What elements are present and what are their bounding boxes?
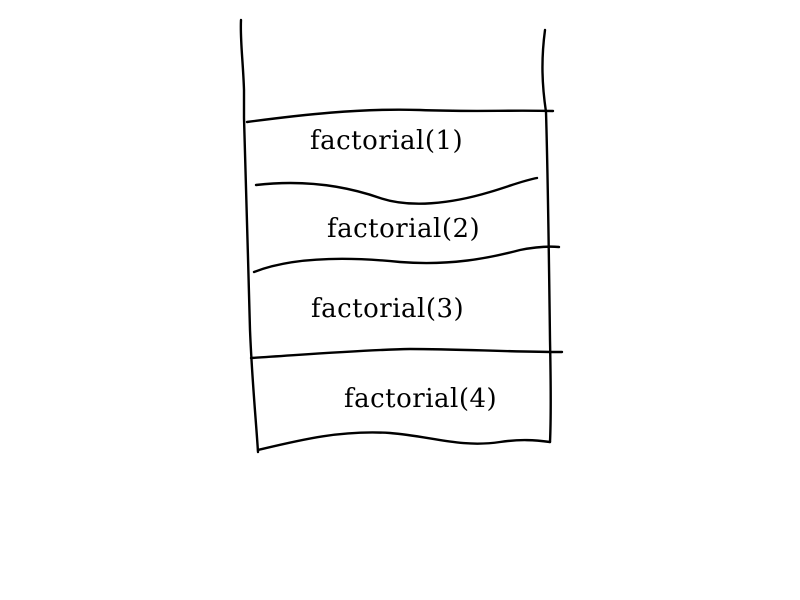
stack-right-wall xyxy=(541,28,552,444)
frame-divider-top xyxy=(245,108,555,124)
stack-frame-label: factorial(2) xyxy=(327,214,481,244)
frame-divider-2-3 xyxy=(252,245,561,274)
frame-divider-1-2 xyxy=(254,176,539,205)
stack-frame-label: factorial(3) xyxy=(311,294,465,324)
stack-frame-label: factorial(1) xyxy=(310,126,464,156)
stack-bottom-edge xyxy=(256,431,552,452)
stack-left-wall xyxy=(239,18,260,454)
stack-frame-label: factorial(4) xyxy=(344,384,498,414)
frame-divider-3-4 xyxy=(249,347,564,360)
